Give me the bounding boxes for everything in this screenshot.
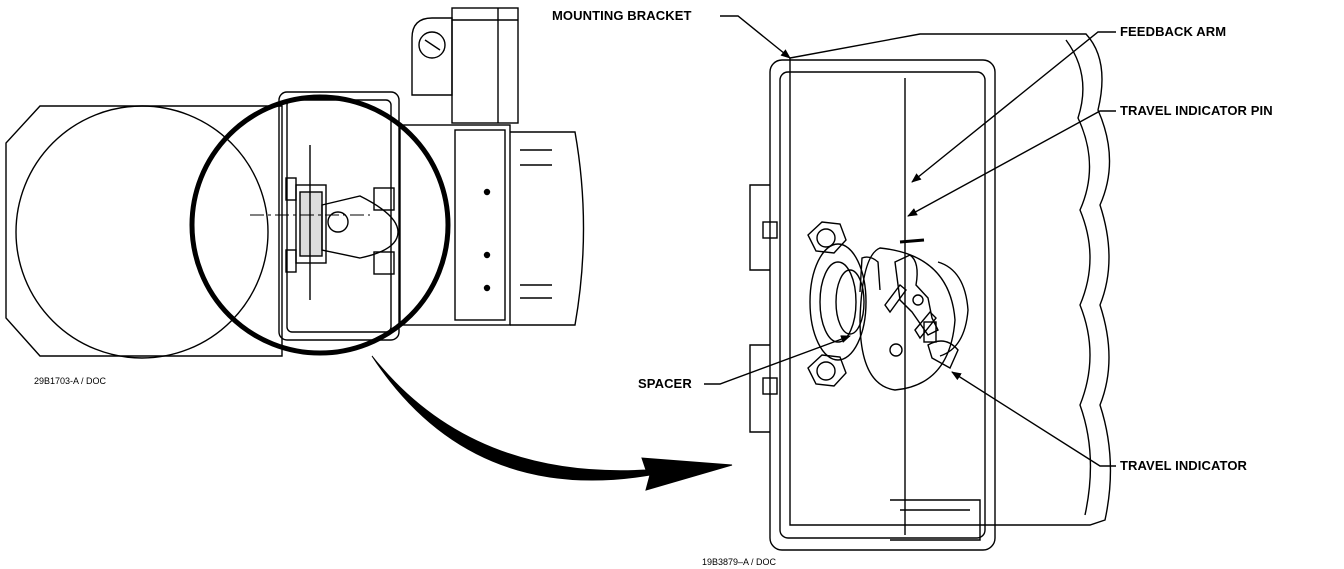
positioner-housing bbox=[789, 33, 1112, 526]
bracket-flange-top bbox=[749, 184, 770, 271]
positioner-body bbox=[399, 124, 511, 326]
leader-travel-indicator bbox=[951, 371, 1116, 467]
label-feedback-arm: FEEDBACK ARM bbox=[1120, 24, 1227, 39]
label-travel-indicator: TRAVEL INDICATOR bbox=[1120, 458, 1248, 473]
label-travel-indicator-pin: TRAVEL INDICATOR PIN bbox=[1120, 103, 1273, 118]
bracket-flange-bottom bbox=[749, 344, 770, 433]
leader-lines bbox=[704, 15, 1116, 467]
leader-mounting-bracket bbox=[720, 15, 791, 59]
spacer bbox=[809, 243, 867, 361]
actuator-casing bbox=[5, 105, 283, 357]
label-spacer: SPACER bbox=[638, 376, 692, 391]
figure-code-left: 29B1703-A / DOC bbox=[34, 376, 107, 386]
travel-indicator-pin bbox=[899, 238, 925, 244]
leader-spacer bbox=[704, 335, 851, 385]
mounting-bracket bbox=[769, 59, 996, 551]
left-assembly-drawing bbox=[5, 7, 585, 359]
top-housing bbox=[451, 7, 519, 124]
right-closeup-drawing bbox=[749, 33, 1112, 551]
travel-indicator-disk bbox=[859, 247, 956, 391]
actuator-diaphragm-circle bbox=[15, 105, 269, 359]
magnify-circle bbox=[189, 94, 451, 356]
figure-code-right: 19B3879–A / DOC bbox=[702, 557, 777, 567]
hex-bolt-upper bbox=[807, 221, 847, 254]
left-bracket bbox=[278, 91, 400, 341]
magnify-arrow bbox=[371, 355, 733, 491]
leader-feedback-arm bbox=[911, 31, 1116, 183]
feedback-arm bbox=[859, 256, 881, 293]
hex-bolt-lower bbox=[807, 354, 847, 387]
label-mounting-bracket: MOUNTING BRACKET bbox=[552, 8, 692, 23]
leader-travel-indicator-pin bbox=[907, 110, 1116, 217]
